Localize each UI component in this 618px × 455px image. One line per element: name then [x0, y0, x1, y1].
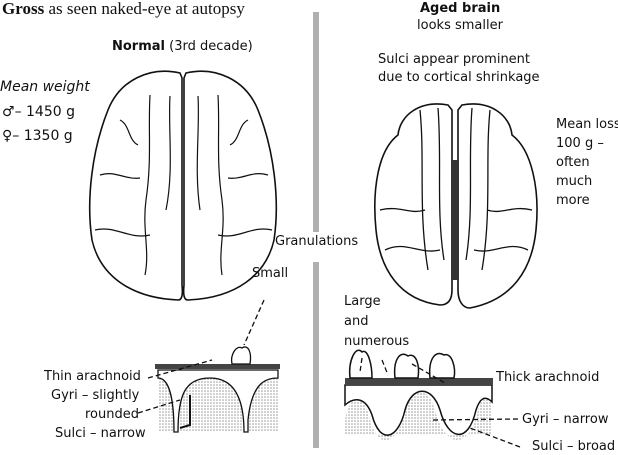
title-rest: as seen naked-eye at autopsy — [44, 0, 245, 18]
mean-weight-label: Mean weight — [0, 79, 90, 95]
small-granulations-label: Small — [252, 266, 289, 281]
thin-arachnoid-label: Thin arachnoid — [44, 369, 141, 384]
aged-heading: Aged brain — [420, 1, 501, 16]
mean-loss-line: 100 g – — [556, 136, 604, 151]
granulation-line: Large — [344, 294, 381, 309]
thick-arachnoid-label: Thick arachnoid — [496, 370, 600, 385]
mean-loss-line: more — [556, 193, 590, 208]
normal-meninges-section — [155, 346, 280, 433]
female-weight: ♀– 1350 g — [2, 128, 73, 145]
sulci-note-2: due to cortical shrinkage — [378, 70, 540, 85]
mean-loss-line: much — [556, 174, 593, 189]
mean-loss-line: Mean loss — [556, 117, 618, 132]
male-weight: ♂– 1450 g — [2, 104, 75, 121]
gyri-narrow-label: Gyri – narrow — [522, 412, 609, 427]
annotation-arrows — [137, 299, 521, 448]
female-icon: ♀ — [2, 128, 13, 144]
normal-heading: Normal (3rd decade) — [112, 38, 253, 55]
title-bold: Gross — [2, 0, 45, 18]
male-weight-value: – 1450 g — [14, 104, 75, 120]
normal-heading-rest: (3rd decade) — [165, 39, 253, 54]
sulci-narrow-label: Sulci – narrow — [55, 426, 146, 441]
normal-heading-bold: Normal — [112, 39, 165, 54]
male-icon: ♂ — [2, 104, 15, 120]
sulci-note-1: Sulci appear prominent — [378, 52, 531, 67]
aged-subheading: looks smaller — [417, 18, 503, 33]
sulci-broad-label: Sulci – broad — [532, 439, 616, 454]
figure-title: Gross as seen naked-eye at autopsy — [2, 0, 245, 17]
female-weight-value: – 1350 g — [12, 128, 73, 144]
aged-brain-drawing — [374, 103, 538, 309]
mean-loss-line: often — [556, 155, 590, 170]
granulations-label: Granulations — [275, 234, 359, 249]
gyri-label-1: Gyri – slightly — [51, 388, 140, 403]
gyri-label-2: rounded — [85, 407, 139, 422]
mean-loss-note: Mean loss 100 g – often much more — [556, 115, 618, 210]
normal-brain-drawing — [88, 70, 278, 301]
large-granulations-label: Large and numerous — [344, 292, 409, 352]
granulation-line: and — [344, 314, 369, 329]
aged-meninges-section — [344, 349, 493, 441]
divider — [313, 12, 319, 448]
granulation-line: numerous — [344, 334, 410, 349]
